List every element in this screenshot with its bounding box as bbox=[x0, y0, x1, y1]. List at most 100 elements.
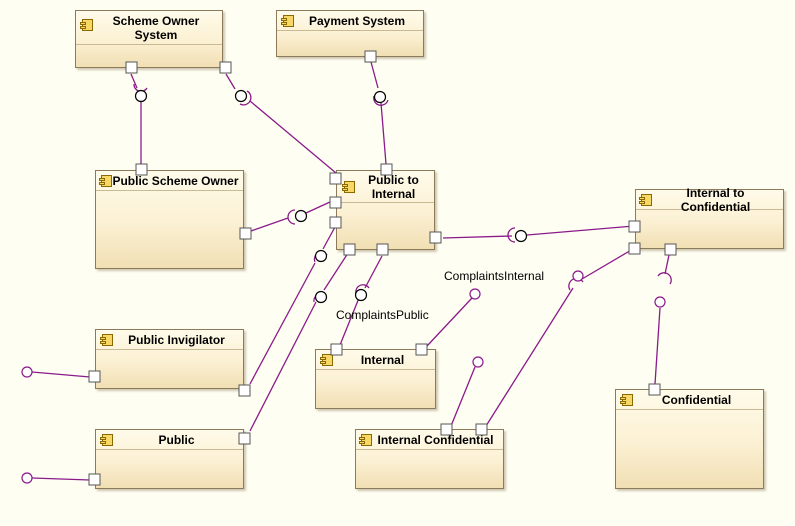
connector bbox=[442, 235, 513, 239]
port bbox=[364, 50, 377, 63]
interface-label-complaints-internal: ComplaintsInternal bbox=[444, 269, 545, 283]
connector bbox=[664, 254, 670, 275]
component-title: Payment System bbox=[308, 13, 406, 28]
component-confidential[interactable]: Confidential bbox=[615, 389, 764, 489]
component-title: Public Scheme Owner bbox=[112, 173, 239, 188]
lollipop-interface bbox=[654, 296, 666, 308]
connector bbox=[130, 73, 138, 89]
port bbox=[415, 343, 428, 356]
connector bbox=[339, 297, 360, 346]
connector bbox=[322, 226, 336, 250]
lollipop-interface bbox=[21, 366, 33, 378]
socket bbox=[657, 272, 672, 285]
port bbox=[88, 473, 101, 486]
connector bbox=[305, 201, 331, 214]
component-icon bbox=[100, 434, 113, 446]
connector bbox=[31, 477, 91, 481]
component-icon bbox=[80, 19, 93, 31]
connector bbox=[581, 248, 634, 280]
component-scheme-owner-system[interactable]: Scheme Owner System bbox=[75, 10, 223, 68]
component-title: Internal to Confidential bbox=[680, 185, 751, 214]
component-public[interactable]: Public bbox=[95, 429, 244, 489]
provided-interface-ball bbox=[373, 90, 387, 104]
connector bbox=[31, 371, 91, 378]
port bbox=[380, 163, 393, 176]
port bbox=[219, 61, 232, 74]
port bbox=[238, 432, 251, 445]
port bbox=[376, 243, 389, 256]
interface-label-complaints-public: ComplaintsPublic bbox=[336, 308, 429, 322]
lollipop-interface bbox=[472, 356, 484, 368]
port bbox=[135, 163, 148, 176]
provided-interface-ball bbox=[314, 249, 328, 263]
component-title: Internal bbox=[360, 352, 405, 367]
component-public-scheme-owner[interactable]: Public Scheme Owner bbox=[95, 170, 244, 269]
component-payment-system[interactable]: Payment System bbox=[276, 10, 424, 57]
socket bbox=[507, 227, 516, 243]
socket bbox=[239, 90, 252, 106]
lollipop-interface bbox=[469, 288, 481, 300]
provided-interface-ball bbox=[354, 288, 368, 302]
connector bbox=[380, 102, 387, 165]
component-icon bbox=[342, 181, 355, 193]
provided-interface-ball bbox=[514, 229, 528, 243]
connector bbox=[364, 255, 383, 289]
component-internal[interactable]: Internal bbox=[315, 349, 436, 409]
socket bbox=[373, 95, 389, 106]
port bbox=[664, 243, 677, 256]
port bbox=[88, 370, 101, 383]
connector bbox=[485, 287, 574, 427]
component-icon bbox=[359, 434, 372, 446]
port bbox=[329, 172, 342, 185]
connector bbox=[249, 100, 337, 174]
provided-interface-ball bbox=[314, 290, 328, 304]
component-title: Scheme Owner System bbox=[112, 13, 200, 42]
port bbox=[239, 227, 252, 240]
port bbox=[329, 216, 342, 229]
connector bbox=[526, 225, 635, 236]
component-icon bbox=[320, 354, 333, 366]
component-public-invigilator[interactable]: Public Invigilator bbox=[95, 329, 244, 389]
connector bbox=[249, 262, 316, 385]
provided-interface-ball bbox=[234, 89, 248, 103]
component-title: Public bbox=[158, 432, 195, 447]
port bbox=[440, 423, 453, 436]
port bbox=[429, 231, 442, 244]
component-icon bbox=[99, 175, 112, 187]
connector bbox=[450, 366, 476, 427]
connector bbox=[225, 73, 236, 90]
component-icon bbox=[100, 334, 113, 346]
port bbox=[628, 242, 641, 255]
connector bbox=[323, 249, 351, 291]
component-internal-to-confidential[interactable]: Internal to Confidential bbox=[635, 185, 784, 249]
component-public-to-internal[interactable]: Public to Internal bbox=[336, 170, 435, 250]
component-icon bbox=[639, 194, 652, 206]
provided-interface-ball bbox=[134, 89, 148, 103]
component-icon bbox=[281, 15, 294, 27]
connector bbox=[654, 307, 661, 385]
connector bbox=[426, 297, 473, 347]
lollipop-interface bbox=[21, 472, 33, 484]
socket bbox=[287, 209, 296, 225]
component-title: Public to Internal bbox=[368, 172, 419, 201]
connector bbox=[370, 61, 379, 89]
component-icon bbox=[620, 394, 633, 406]
port bbox=[628, 220, 641, 233]
port bbox=[475, 423, 488, 436]
component-title: Internal Confidential bbox=[377, 432, 494, 447]
component-internal-confidential[interactable]: Internal Confidential bbox=[355, 429, 504, 489]
port bbox=[238, 384, 251, 397]
port bbox=[125, 61, 138, 74]
component-title: Public Invigilator bbox=[128, 332, 225, 347]
connector bbox=[250, 217, 289, 232]
component-title: Confidential bbox=[661, 392, 732, 407]
port bbox=[648, 383, 661, 396]
provided-interface-ball bbox=[294, 209, 308, 223]
port bbox=[343, 243, 356, 256]
port bbox=[330, 343, 343, 356]
port bbox=[329, 196, 342, 209]
connector bbox=[249, 301, 317, 432]
